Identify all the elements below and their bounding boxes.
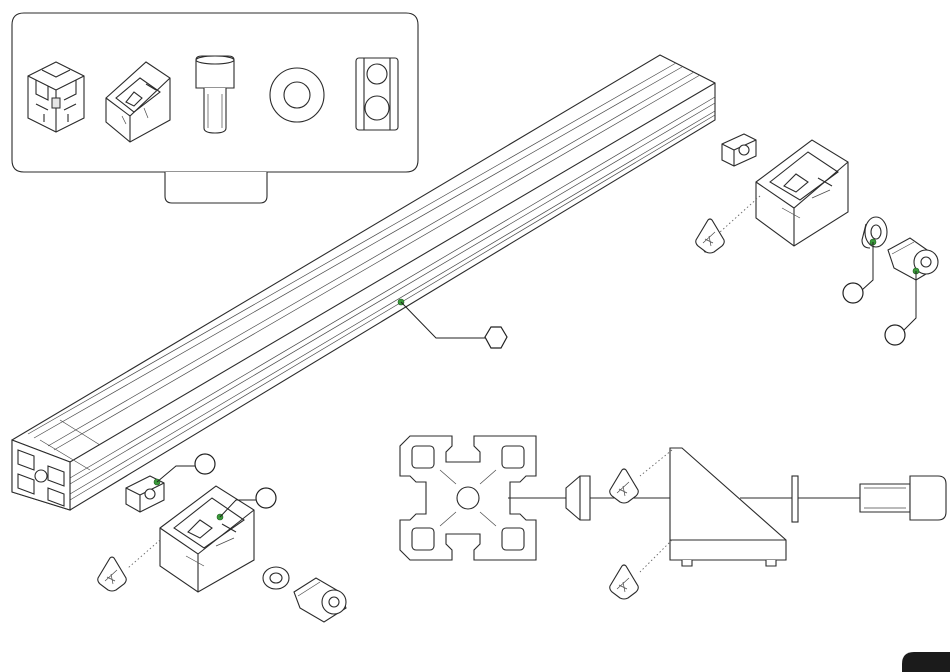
hand-tool-warning-icon <box>610 469 639 503</box>
washer-side <box>792 476 798 522</box>
callout-profile <box>401 302 507 348</box>
screw-bottom <box>294 578 346 622</box>
washer-icon <box>270 68 324 122</box>
t-nut-top <box>722 134 756 166</box>
hand-tool-warning-icon <box>696 219 725 253</box>
callout-screw-top <box>885 271 916 345</box>
screw-side <box>860 476 946 520</box>
t-nut-icon <box>356 58 398 130</box>
hand-tool-warning-icon <box>610 565 639 599</box>
corner-bracket-top <box>756 140 848 246</box>
washer-bottom <box>263 567 289 589</box>
corner-bracket-bottom <box>160 486 254 592</box>
hand-tool-warning-icon <box>98 557 127 591</box>
t-nut-side <box>566 476 590 520</box>
callout-tnut-bottom <box>157 454 215 482</box>
corner-bracket-side <box>670 448 786 566</box>
extrusion-profile-icon <box>28 62 84 132</box>
callout-washer-top <box>843 242 873 303</box>
screw-top <box>888 238 938 280</box>
page-tab <box>902 652 950 672</box>
